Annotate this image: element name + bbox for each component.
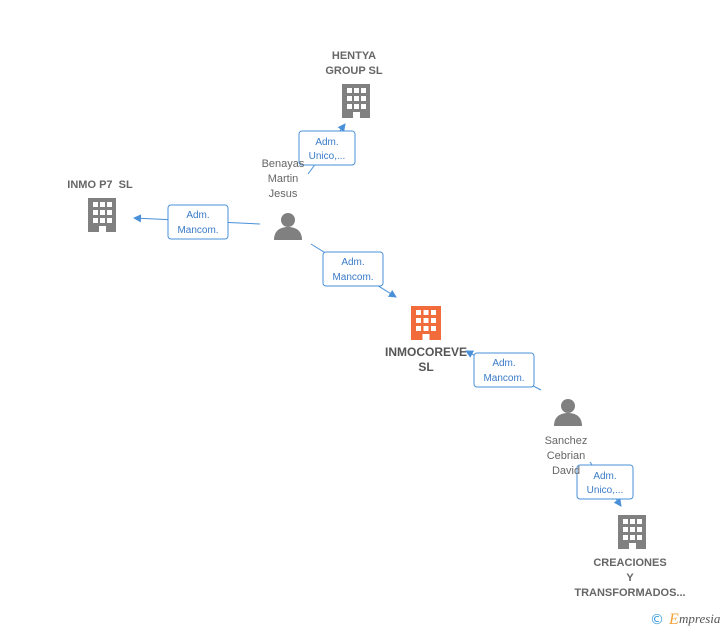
person-icon xyxy=(554,399,582,426)
edge-label-box xyxy=(322,251,384,287)
node-label-line: Benayas xyxy=(262,158,305,170)
person-icon xyxy=(274,213,302,240)
building-icon xyxy=(411,306,441,340)
building-icon xyxy=(342,84,370,118)
node-label-line: SL xyxy=(418,360,433,374)
edge-label-line: Adm. xyxy=(315,137,338,148)
node-label-line: GROUP SL xyxy=(325,65,383,77)
node-label-line: HENTYA xyxy=(332,50,376,62)
edge-benayas-hentya[interactable]: Adm. Unico,... xyxy=(298,123,356,175)
copyright-icon: © xyxy=(650,612,664,628)
node-label-line: CREACIONES xyxy=(593,557,666,569)
edge-label-line: Mancom. xyxy=(177,225,218,236)
node-hentya-group[interactable]: HENTYA GROUP SL xyxy=(325,50,383,118)
node-label-line: Jesus xyxy=(269,188,298,200)
edge-sanchez-creaciones[interactable]: Adm. Unico,... xyxy=(576,461,634,507)
edge-label-line: Adm. xyxy=(593,471,616,482)
edge-label-line: Mancom. xyxy=(483,373,524,384)
node-label-line: Sanchez xyxy=(545,435,588,447)
edge-label-line: Adm. xyxy=(186,210,209,221)
edge-label-line: Adm. xyxy=(341,257,364,268)
empresia-watermark: © E mpresia xyxy=(650,611,721,628)
node-label-line: INMOCOREVE xyxy=(385,345,467,359)
node-label-line: Martin xyxy=(268,173,299,185)
node-creaciones[interactable]: CREACIONES Y TRANSFORMADOS... xyxy=(574,515,686,599)
brand-initial: E xyxy=(668,611,679,628)
edge-benayas-inmocoreve[interactable]: Adm. Mancom. xyxy=(310,243,397,298)
node-person-sanchez[interactable]: Sanchez Cebrian David xyxy=(545,399,588,477)
node-label-line: David xyxy=(552,465,580,477)
edge-label-line: Unico,... xyxy=(309,151,346,162)
node-label-line: Cebrian xyxy=(547,450,586,462)
edge-label-line: Unico,... xyxy=(587,485,624,496)
node-inmo-p7[interactable]: INMO P7 SL xyxy=(67,179,133,232)
edge-label-line: Mancom. xyxy=(332,272,373,283)
building-icon xyxy=(618,515,646,549)
node-inmocoreve-main[interactable]: INMOCOREVE SL xyxy=(385,306,467,374)
edge-label-box xyxy=(576,464,634,500)
edge-sanchez-inmocoreve[interactable]: Adm. Mancom. xyxy=(465,350,542,391)
edge-label-box xyxy=(167,204,229,240)
edge-benayas-inmo-p7[interactable]: Adm. Mancom. xyxy=(133,204,261,240)
building-icon xyxy=(88,198,116,232)
edges: Adm. Unico,... Adm. Mancom. Adm. Mancom.… xyxy=(133,123,634,507)
brand-name: mpresia xyxy=(679,611,721,626)
node-label-line: Y xyxy=(626,572,634,584)
node-label-line: TRANSFORMADOS... xyxy=(574,587,685,599)
edge-label-box xyxy=(473,352,535,388)
node-person-benayas[interactable]: Benayas Martin Jesus xyxy=(262,158,305,240)
edge-label-line: Adm. xyxy=(492,358,515,369)
edge-label-box xyxy=(298,130,356,166)
node-label-line: INMO P7 SL xyxy=(67,179,133,191)
